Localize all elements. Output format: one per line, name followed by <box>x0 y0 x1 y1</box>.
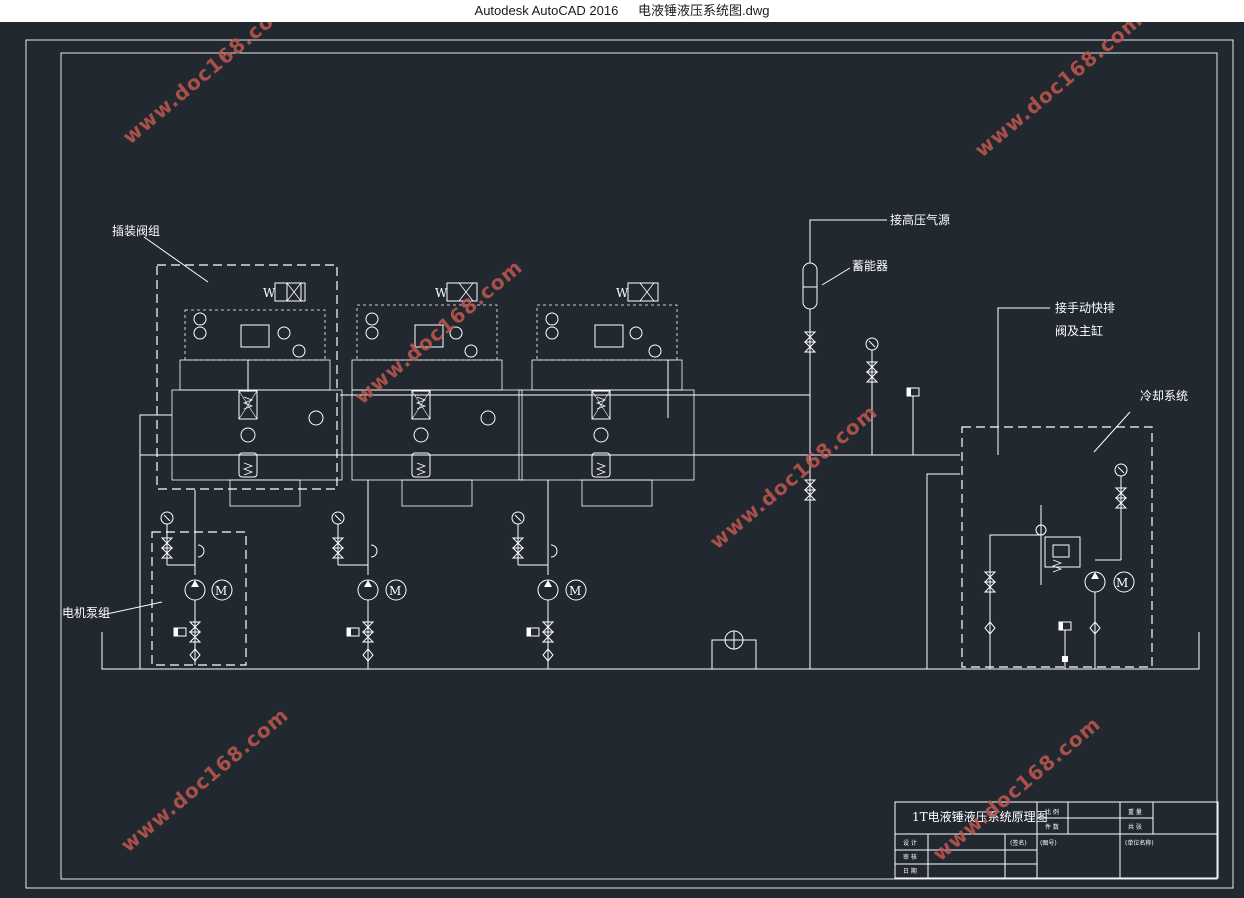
motor-symbol-1: M <box>215 584 227 598</box>
motor-symbol-3: M <box>569 584 581 598</box>
pump-station-2 <box>331 480 407 669</box>
window-titlebar: Autodesk AutoCAD 2016 电液锤液压系统图.dwg <box>0 0 1244 22</box>
pump-station-1 <box>160 490 233 665</box>
spring-mark-2: W <box>435 286 448 300</box>
watermark-4: www.doc168.com <box>705 400 882 554</box>
tb-cell-signature: (签名) <box>1010 839 1027 847</box>
app-name: Autodesk AutoCAD 2016 <box>474 3 619 18</box>
watermark-5: www.doc168.com <box>116 703 293 857</box>
tb-cell-count: 件 数 <box>1045 823 1059 831</box>
accumulator-symbol <box>802 262 818 310</box>
label-cooling-system: 冷却系统 <box>1140 389 1188 403</box>
hydraulic-schematic: W W W <box>25 22 1234 889</box>
tb-cell-weight: 重 量 <box>1128 808 1142 816</box>
pump-station-3 <box>511 480 587 669</box>
label-manual-valve-2: 阀及主缸 <box>1055 323 1103 338</box>
tb-cell-unit: (单位名称) <box>1125 839 1154 847</box>
outer-frame <box>25 39 1234 889</box>
watermark-3: www.doc168.com <box>350 255 527 409</box>
spring-mark-3: W <box>616 286 629 300</box>
label-high-pressure-air: 接高压气源 <box>890 212 950 227</box>
watermark-1: www.doc168.com <box>118 22 295 149</box>
valve-group-box <box>156 264 338 490</box>
tb-cell-design: 设 计 <box>903 839 917 847</box>
watermark-2: www.doc168.com <box>970 22 1147 162</box>
valve-unit-1 <box>171 282 343 507</box>
tb-cell-scale: 比 例 <box>1045 808 1059 816</box>
label-motor-pump-group: 电机泵组 <box>62 606 110 620</box>
spring-mark-1: W <box>263 286 276 300</box>
title-block-title: 1T电液锤液压系统原理图 <box>912 809 1048 824</box>
tank-line <box>101 632 1200 670</box>
title-block: 1T电液锤液压系统原理图 比 例 件 数 重 量 共 张 设 计 审 核 日 期… <box>894 801 1219 879</box>
tb-cell-date: 日 期 <box>903 867 917 875</box>
motor-symbol-cooling: M <box>1116 576 1128 590</box>
label-manual-valve-1: 接手动快排 <box>1055 300 1115 315</box>
cooling-system-box <box>961 426 1153 668</box>
label-accumulator: 蓄能器 <box>852 259 888 273</box>
file-name: 电液锤液压系统图.dwg <box>637 3 770 18</box>
tb-cell-review: 审 核 <box>903 853 917 861</box>
tb-cell-drawing-no: (图号) <box>1040 840 1057 847</box>
inner-frame <box>60 52 1218 880</box>
motor-pump-box <box>151 531 247 666</box>
valve-unit-3 <box>518 282 695 507</box>
label-valve-group: 插装阀组 <box>112 224 160 238</box>
valve-unit-2 <box>351 282 523 507</box>
motor-symbol-2: M <box>389 584 401 598</box>
drawing-canvas[interactable]: W W W <box>0 22 1244 898</box>
tb-cell-sheets: 共 张 <box>1128 823 1142 831</box>
